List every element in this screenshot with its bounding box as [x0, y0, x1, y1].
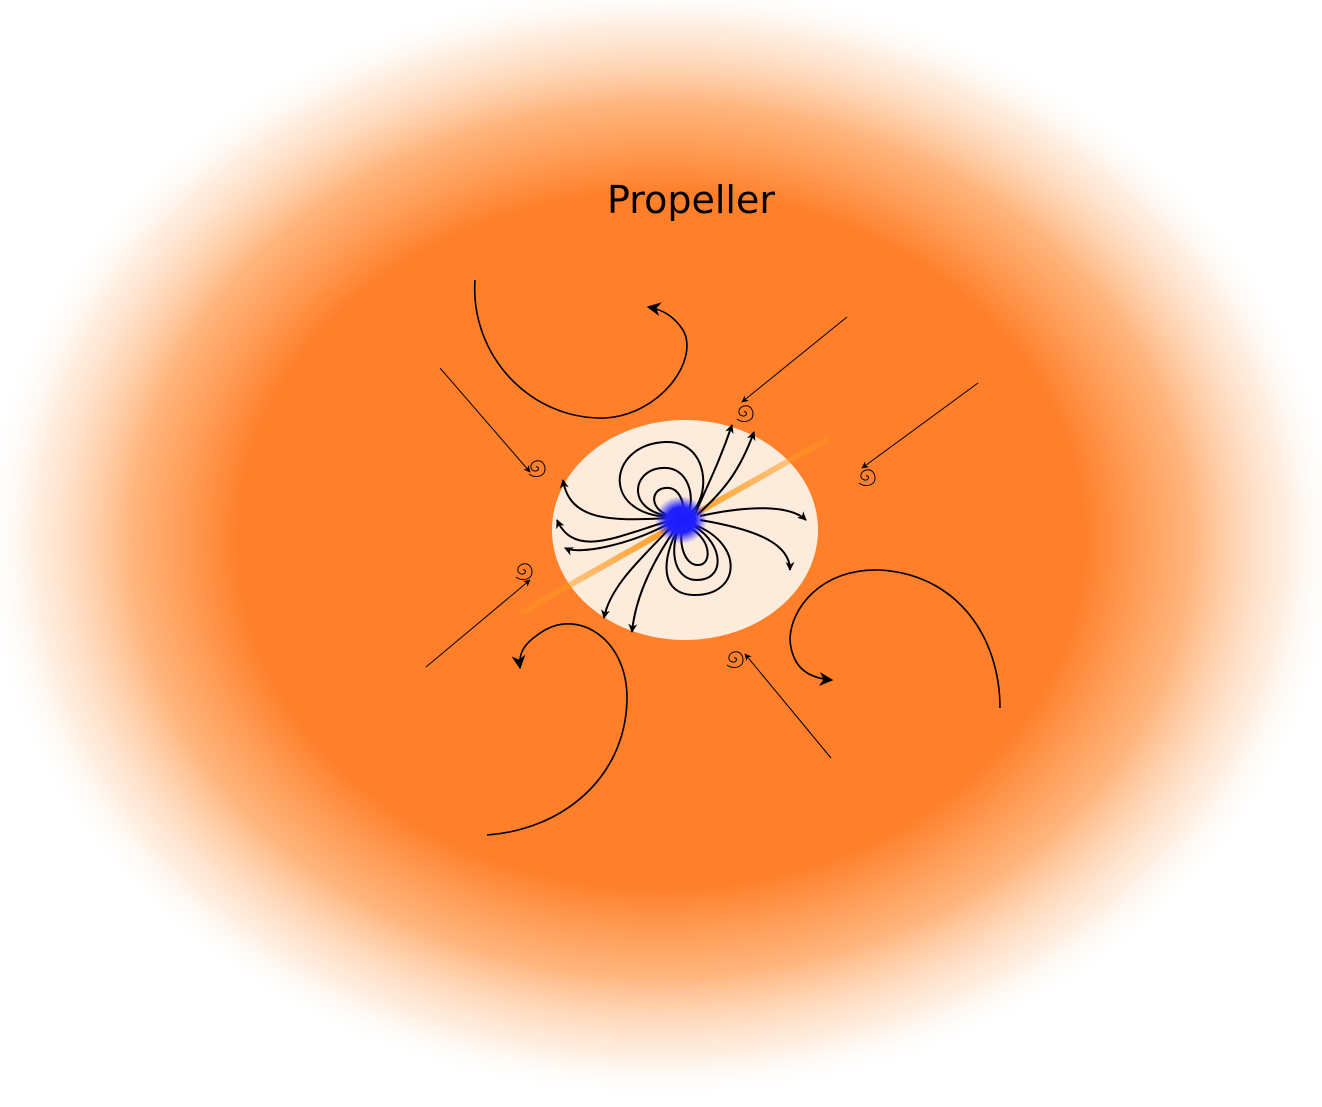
inflow-arrow-sw	[425, 579, 531, 668]
outflow-curve-top	[474, 279, 688, 419]
inflow-arrow-nw	[439, 367, 531, 473]
inflow-arrow-s	[744, 653, 832, 759]
spiral-vortex-icon	[528, 460, 546, 477]
outflow-curve-right	[789, 569, 1001, 709]
inflow-arrow-n	[741, 316, 848, 403]
outflow-curves	[474, 279, 1001, 836]
spiral-vortex-icon	[736, 405, 754, 422]
inflow-arrow-ne	[861, 382, 979, 469]
neutron-star	[655, 496, 707, 544]
spiral-vortex-icon	[515, 563, 533, 580]
diagram-title: Propeller	[607, 178, 775, 222]
inflow-arrows	[425, 316, 979, 759]
spiral-vortex-icon	[858, 469, 876, 486]
outflow-curve-left	[486, 623, 628, 836]
spiral-vortex-icon	[726, 651, 744, 668]
